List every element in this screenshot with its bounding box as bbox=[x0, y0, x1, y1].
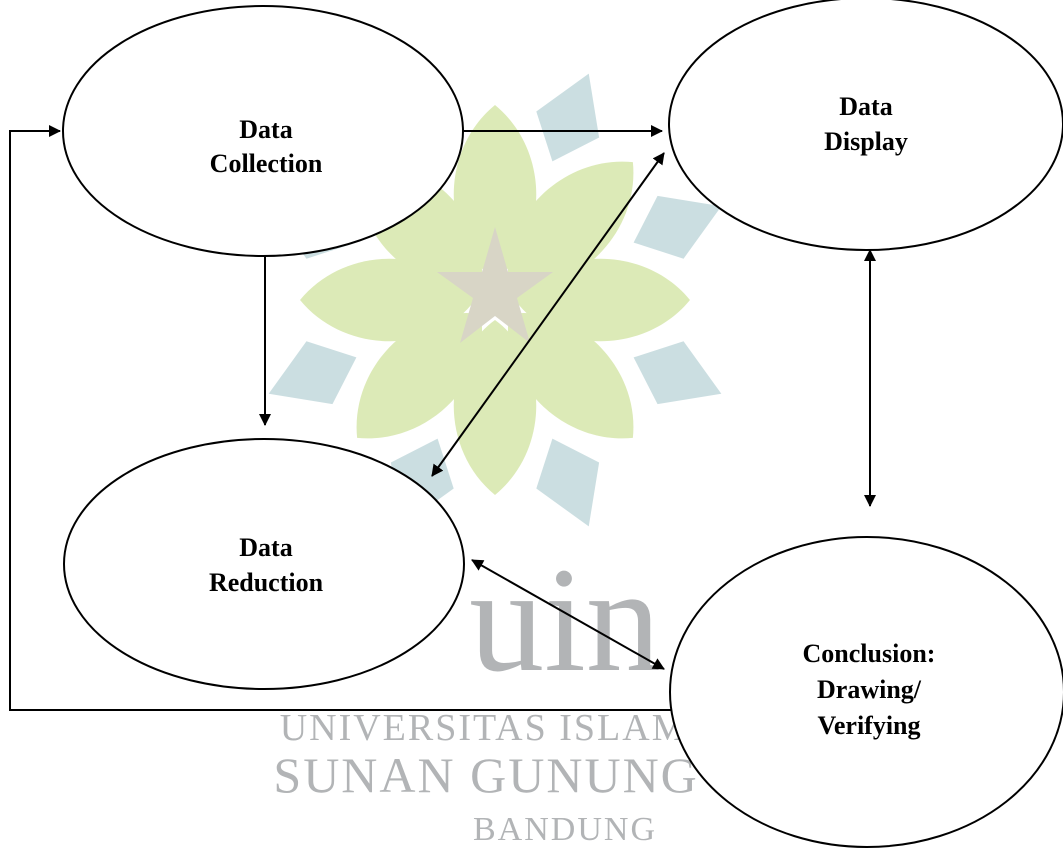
node-data-display-shape bbox=[668, 0, 1063, 251]
node-data-reduction: Data Reduction bbox=[63, 438, 465, 690]
watermark-uin-letters: uin bbox=[469, 537, 661, 703]
node-data-reduction-label-line2: Reduction bbox=[209, 568, 324, 597]
node-data-display-label-line1: Data bbox=[839, 92, 892, 121]
node-data-display-label-line2: Display bbox=[824, 127, 908, 156]
watermark-petal-blue bbox=[268, 341, 357, 405]
node-conclusion-shape bbox=[669, 536, 1063, 848]
node-data-reduction-label-line1: Data bbox=[239, 533, 292, 562]
arrow-reduction-display-bidirectional bbox=[431, 152, 665, 477]
feedback-arrow-conclusion-to-collection bbox=[9, 125, 677, 711]
node-conclusion-label-line2: Drawing/ bbox=[817, 675, 922, 704]
watermark-text-line3: BANDUNG bbox=[473, 811, 657, 848]
node-data-collection-shape bbox=[62, 5, 464, 257]
node-conclusion-label-line1: Conclusion: bbox=[803, 639, 936, 668]
watermark-petal-blue bbox=[536, 438, 600, 527]
watermark-petal-blue bbox=[536, 73, 600, 162]
node-data-collection-label-line2: Collection bbox=[210, 149, 323, 178]
edges bbox=[9, 125, 876, 711]
arrow-reduction-conclusion-bidirectional bbox=[471, 559, 665, 670]
node-data-collection: Data Collection bbox=[62, 5, 464, 257]
node-data-display: Data Display bbox=[668, 0, 1063, 251]
node-data-collection-label-line1: Data bbox=[239, 115, 292, 144]
node-conclusion-label-line3: Verifying bbox=[817, 711, 920, 740]
watermark-petal-blue bbox=[633, 341, 722, 405]
node-conclusion: Conclusion: Drawing/ Verifying bbox=[669, 536, 1063, 848]
node-data-reduction-shape bbox=[63, 438, 465, 690]
